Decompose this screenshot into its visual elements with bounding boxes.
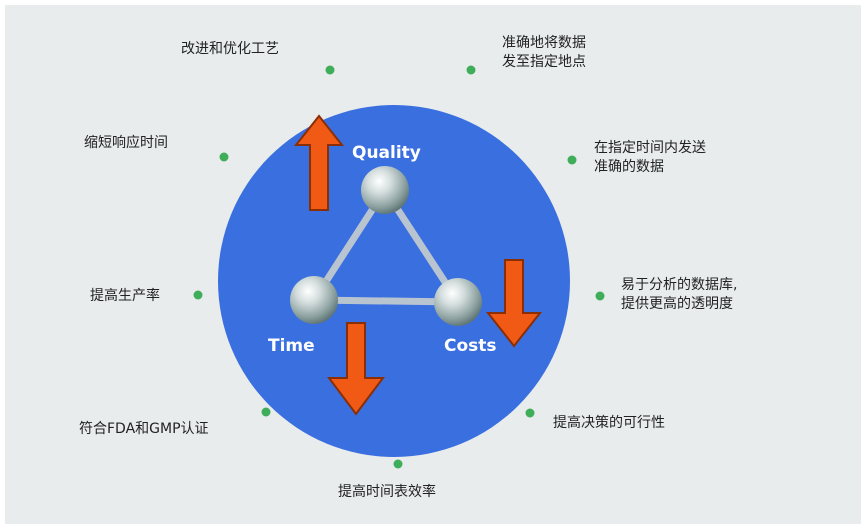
benefit-timely-accurate-line1: 在指定时间内发送: [594, 140, 706, 156]
costs-label: Costs: [444, 336, 497, 356]
benefit-fda-gmp: 符合FDA和GMP认证: [79, 421, 209, 437]
central-circle: [218, 105, 570, 457]
benefit-shorten-response: 缩短响应时间: [84, 135, 168, 151]
arrow-down-icon: [327, 322, 385, 416]
benefit-deliver-accurate-line2: 发至指定地点: [502, 54, 586, 70]
edge-time-costs: [310, 296, 462, 306]
bullet-dot: [193, 290, 203, 300]
benefit-timely-accurate-line2: 准确的数据: [594, 159, 664, 175]
benefit-time-efficiency: 提高时间表效率: [338, 484, 436, 500]
benefit-improve-optimize: 改进和优化工艺: [181, 41, 279, 57]
benefit-database-line2: 提供更高的透明度: [621, 296, 733, 312]
quality-node: [361, 166, 409, 214]
bullet-dot: [325, 65, 335, 75]
benefit-decision-feasibility: 提高决策的可行性: [553, 415, 665, 431]
bullet-dot: [219, 152, 229, 162]
benefit-productivity: 提高生产率: [90, 288, 160, 304]
benefit-deliver-accurate-line1: 准确地将数据: [502, 35, 586, 51]
bullet-dots: [193, 65, 605, 469]
bullet-dot: [261, 407, 271, 417]
arrow-down-icon: [485, 259, 543, 348]
time-label: Time: [268, 336, 315, 356]
bullet-dot: [466, 65, 476, 75]
quality-label: Quality: [352, 143, 421, 163]
bullet-dot: [567, 155, 577, 165]
bullet-dot: [525, 408, 535, 418]
bullet-dot: [393, 459, 403, 469]
arrow-up-icon: [293, 114, 345, 211]
time-node: [290, 276, 338, 324]
benefit-database-line1: 易于分析的数据库,: [621, 277, 738, 293]
bullet-dot: [595, 291, 605, 301]
costs-node: [434, 278, 482, 326]
